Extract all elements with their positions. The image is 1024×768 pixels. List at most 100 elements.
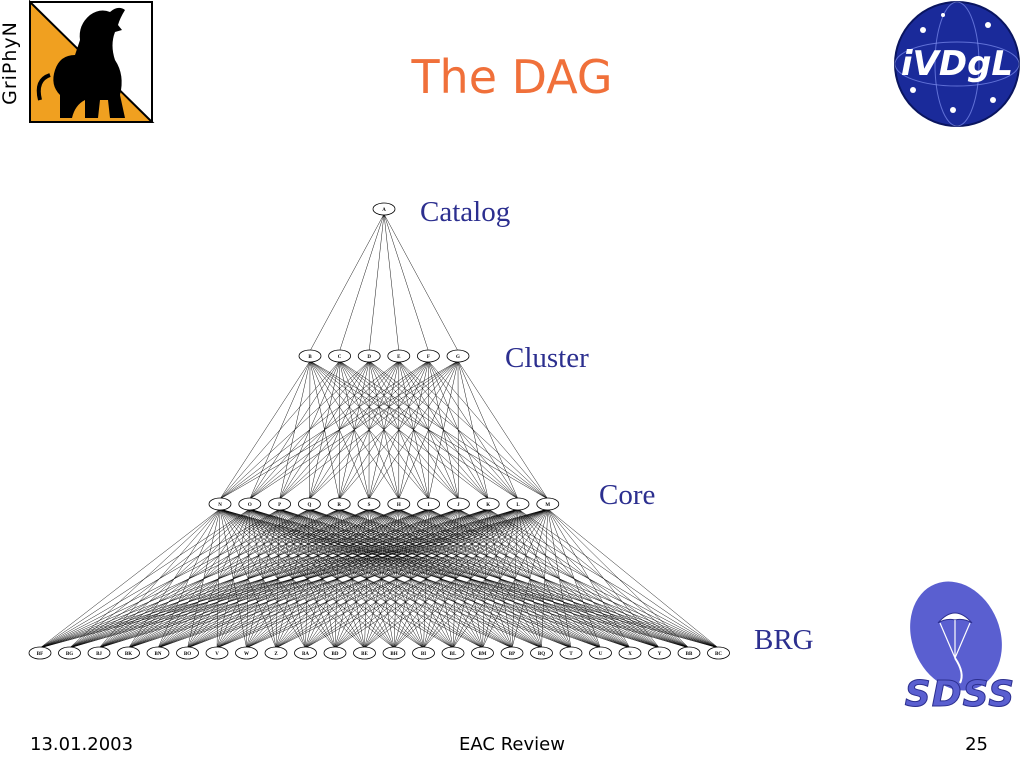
dag-node-label: BC (715, 652, 722, 657)
dag-node-bm: BM (471, 646, 494, 660)
dag-edge (457, 360, 489, 500)
dag-edge (249, 360, 459, 500)
dag-node-ellipse (506, 497, 530, 511)
dag-node-ellipse (238, 497, 262, 511)
dag-edge (334, 508, 548, 649)
dag-node-label: BJ (96, 652, 102, 657)
dag-node-label: Y (658, 652, 662, 657)
dag-edge (364, 508, 548, 649)
level-label-cluster: Cluster (505, 342, 589, 374)
dag-node-label: V (215, 652, 219, 657)
dag-node-label: O (248, 503, 252, 508)
dag-node-label: BA (302, 652, 309, 657)
dag-edge (547, 508, 690, 649)
dag-node-label: F (427, 355, 430, 360)
dag-edge (423, 508, 548, 649)
dag-node-label: BD (332, 652, 339, 657)
griphyn-logo: GriPhyN (0, 0, 160, 130)
dag-node-label: N (218, 503, 222, 508)
dag-edge (39, 508, 310, 649)
dag-node-ellipse (357, 349, 381, 363)
dag-node-n: N (208, 497, 232, 511)
dag-edge (128, 508, 548, 649)
dag-node-y: Y (648, 646, 671, 660)
dag-node-s: S (357, 497, 381, 511)
dag-node-label: BN (155, 652, 162, 657)
dag-node-f: F (416, 349, 440, 363)
dag-edge (383, 213, 429, 352)
dag-edge (39, 508, 250, 649)
dag-node-ellipse (618, 646, 642, 660)
dag-edge (547, 508, 572, 649)
sdss-logo: SDSS (900, 578, 1020, 718)
dag-node-b: B (298, 349, 322, 363)
dag-edge (39, 508, 221, 649)
dag-node-bf: BF (28, 646, 52, 660)
dag-node-label: BF (37, 652, 43, 657)
dag-edge (368, 213, 385, 352)
dag-node-g: G (446, 349, 470, 363)
dag-edge (219, 360, 399, 500)
dag-node-ellipse (677, 646, 701, 660)
footer-title: EAC Review (459, 734, 565, 755)
dag-node-ellipse (471, 646, 494, 660)
dag-edge (39, 508, 548, 649)
dag-edge (39, 508, 399, 649)
dag-edge (452, 508, 548, 649)
dag-edge (279, 360, 459, 500)
dag-node-e: E (387, 349, 411, 363)
dag-edge (98, 508, 548, 649)
dag-node-bb: BB (677, 646, 701, 660)
ivdgl-logo-text: iVDgL (900, 44, 1014, 84)
dag-edge (39, 508, 280, 649)
dag-node-r: R (327, 497, 351, 511)
dag-node-ellipse (648, 646, 671, 660)
dag-node-ellipse (268, 497, 292, 511)
dag-node-ellipse (441, 646, 465, 660)
dag-node-ellipse (58, 646, 81, 660)
dag-node-ellipse (530, 646, 553, 660)
level-label-core: Core (599, 479, 656, 511)
dag-node-ellipse (297, 497, 321, 511)
dag-node-ellipse (117, 646, 140, 660)
dag-node-label: K (486, 503, 490, 508)
dag-node-ellipse (298, 349, 322, 363)
dag-node-z: Z (264, 646, 288, 660)
dag-node-q: Q (297, 497, 321, 511)
dag-node-label: BB (686, 652, 693, 657)
dag-edge (219, 360, 429, 500)
dag-node-bd: BD (323, 646, 347, 660)
dag-edge (393, 508, 548, 649)
dag-node-ellipse (416, 349, 440, 363)
dag-node-label: BM (478, 652, 486, 657)
dag-node-label: A (382, 208, 386, 213)
dag-edge (547, 508, 719, 649)
dag-edge (383, 213, 400, 352)
level-label-brg: BRG (754, 624, 814, 656)
dag-node-bi: BI (412, 646, 435, 660)
dag-node-label: BK (125, 652, 132, 657)
dag-edge (309, 360, 459, 500)
dag-node-ellipse (476, 497, 500, 511)
dag-node-w: W (235, 646, 258, 660)
dag-node-ellipse (357, 497, 381, 511)
dag-node-ellipse (205, 646, 229, 660)
dag-node-x: X (618, 646, 642, 660)
dag-edge (547, 508, 660, 649)
dag-edge (219, 360, 459, 500)
dag-node-ellipse (327, 497, 351, 511)
dag-node-label: BH (390, 652, 397, 657)
dag-node-ellipse (146, 646, 170, 660)
dag-node-p: P (268, 497, 292, 511)
dag-edge (339, 360, 459, 500)
dag-node-v: V (205, 646, 229, 660)
dag-edge (309, 213, 385, 352)
dag-node-ellipse (208, 497, 232, 511)
dag-node-be: BE (353, 646, 376, 660)
dag-node-l: L (506, 497, 530, 511)
dag-node-label: P (278, 503, 281, 508)
dag-node-t: T (559, 646, 583, 660)
dag-node-label: B (308, 355, 312, 360)
